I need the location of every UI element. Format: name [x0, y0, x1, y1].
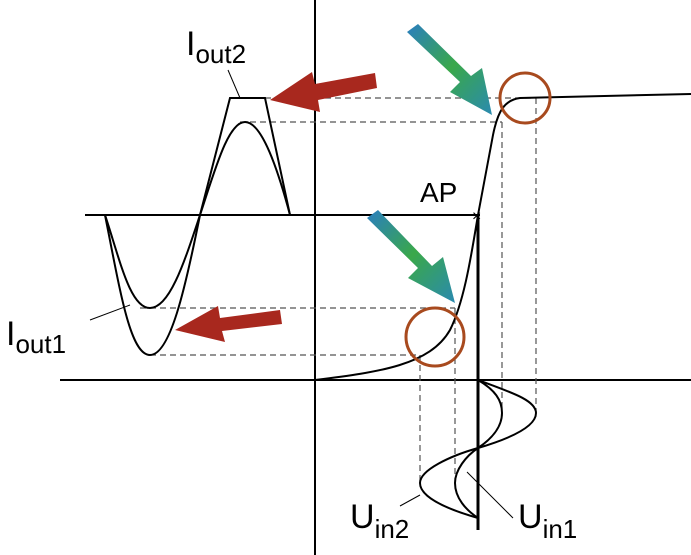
red-arrow-upper	[270, 72, 377, 112]
ap-marker: ×	[472, 208, 481, 225]
leader-lines	[89, 69, 514, 519]
red-arrow-lower	[175, 306, 282, 342]
saturation-circle	[498, 71, 552, 125]
green-arrows	[367, 24, 492, 303]
ap-label: AP	[420, 177, 457, 208]
green-arrow-lower	[367, 210, 455, 303]
green-arrow-upper	[407, 24, 492, 115]
red-arrows	[175, 72, 377, 342]
uin1-label: Uin1	[518, 498, 577, 544]
cutoff-circle	[404, 306, 466, 368]
iout2-wave	[104, 97, 291, 357]
uin2-label: Uin2	[350, 498, 409, 544]
uin2-wave	[418, 379, 538, 519]
transfer-curve	[314, 93, 691, 381]
iout1-label: Iout1	[6, 315, 66, 359]
iout2-label: Iout2	[186, 25, 246, 69]
